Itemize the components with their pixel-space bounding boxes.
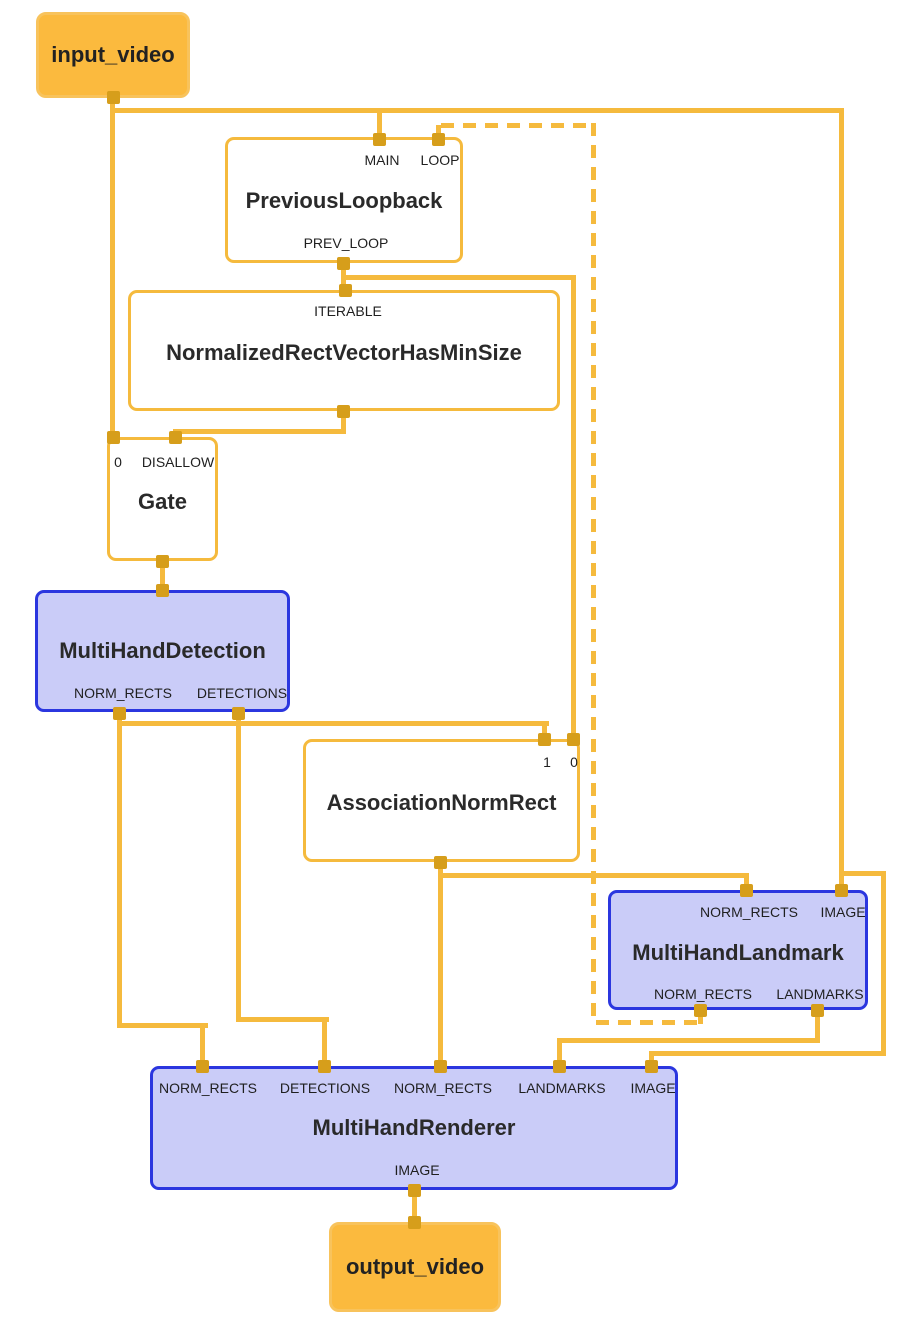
node-multi-hand-renderer[interactable]: NORM_RECTS DETECTIONS NORM_RECTS LANDMAR… <box>150 1066 678 1190</box>
port-label-detections: DETECTIONS <box>196 685 288 701</box>
edge-prevloop-assoc0-v <box>571 275 576 741</box>
edge-det-normrects-jog <box>117 1023 208 1028</box>
port-label-norm-rects: NORM_RECTS <box>73 685 173 701</box>
port-marker-ren-image[interactable] <box>645 1060 658 1073</box>
edge-minsize-disallow-h <box>173 429 346 434</box>
port-label-norm-rects-2: NORM_RECTS <box>393 1080 493 1096</box>
edge-landmarks-h <box>557 1038 820 1043</box>
edge-det-detections-jog <box>236 1017 329 1022</box>
edge-inputvideo-landmark-image <box>839 108 844 892</box>
edge-assoc-renderer-v <box>438 862 443 1067</box>
port-marker-ren-norm-rects-2[interactable] <box>434 1060 447 1073</box>
port-label-image-out: IMAGE <box>394 1162 440 1178</box>
edge-renderer-image-h <box>649 1051 886 1056</box>
node-title: MultiHandDetection <box>59 638 266 663</box>
port-marker-inputvideo-out[interactable] <box>107 91 120 104</box>
edge-prevloop-assoc0-h <box>341 275 576 280</box>
edge-inputvideo-gate0 <box>110 97 115 437</box>
port-marker-lmk-norm-rects-in[interactable] <box>740 884 753 897</box>
port-label-0: 0 <box>114 454 122 470</box>
port-label-prev-loop: PREV_LOOP <box>303 235 389 251</box>
port-marker-ren-landmarks[interactable] <box>553 1060 566 1073</box>
port-marker-lmk-landmarks-out[interactable] <box>811 1004 824 1017</box>
node-normalized-rect-vector-has-min-size[interactable]: ITERABLE NormalizedRectVectorHasMinSize <box>128 290 560 411</box>
edge-minsize-out-stub <box>341 411 346 433</box>
port-label-0: 0 <box>570 754 578 770</box>
edge-inputvideo-top-run <box>111 108 844 113</box>
edge-image-branch-h <box>839 871 886 876</box>
port-marker-ren-norm-rects-1[interactable] <box>196 1060 209 1073</box>
node-association-norm-rect[interactable]: 1 0 AssociationNormRect <box>303 739 580 862</box>
port-marker-lmk-image-in[interactable] <box>835 884 848 897</box>
port-marker-iterable[interactable] <box>339 284 352 297</box>
port-marker-det-norm-rects[interactable] <box>113 707 126 720</box>
edge-det-detections-v <box>236 713 241 1022</box>
edge-gate-detection <box>160 561 165 591</box>
node-input-video[interactable]: input_video <box>36 12 190 98</box>
edge-loopback-dashed-top <box>441 123 596 128</box>
node-title: input_video <box>51 42 175 67</box>
edge-det-normrects-stub <box>200 1023 205 1067</box>
node-title: MultiHandLandmark <box>632 940 844 965</box>
edge-image-branch-v <box>881 871 886 1056</box>
port-marker-assoc-0[interactable] <box>567 733 580 746</box>
edge-det-assoc1-stub <box>542 721 547 740</box>
node-output-video[interactable]: output_video <box>329 1222 501 1312</box>
edge-landmarks-out-stub <box>815 1010 820 1041</box>
port-label-norm-rects-1: NORM_RECTS <box>158 1080 258 1096</box>
edge-loopback-dashed-v <box>591 123 596 1025</box>
port-label-iterable: ITERABLE <box>314 303 382 319</box>
port-marker-lmk-norm-rects-out[interactable] <box>694 1004 707 1017</box>
node-title: PreviousLoopback <box>245 188 443 213</box>
port-marker-gate-disallow[interactable] <box>169 431 182 444</box>
node-multi-hand-detection[interactable]: MultiHandDetection NORM_RECTS DETECTIONS <box>35 590 290 712</box>
port-marker-outputvideo-in[interactable] <box>408 1216 421 1229</box>
port-label-norm-rects: NORM_RECTS <box>699 904 799 920</box>
port-marker-ren-out[interactable] <box>408 1184 421 1197</box>
port-marker-assoc-1[interactable] <box>538 733 551 746</box>
edge-loopback-stub <box>698 1010 703 1024</box>
edge-assoc-landmark-stub <box>744 873 749 891</box>
port-label-image: IMAGE <box>630 1080 676 1096</box>
edge-det-assoc1-h <box>117 721 549 726</box>
edge-det-normrects-v <box>117 713 122 1028</box>
port-marker-loop[interactable] <box>432 133 445 146</box>
port-label-norm-rects-out: NORM_RECTS <box>653 986 753 1002</box>
port-label-landmarks: LANDMARKS <box>518 1080 606 1096</box>
node-title: AssociationNormRect <box>326 790 557 815</box>
port-marker-detection-in[interactable] <box>156 584 169 597</box>
node-multi-hand-landmark[interactable]: NORM_RECTS IMAGE MultiHandLandmark NORM_… <box>608 890 868 1010</box>
port-label-disallow: DISALLOW <box>141 454 215 470</box>
port-label-main: MAIN <box>364 152 400 168</box>
port-label-1: 1 <box>543 754 551 770</box>
edge-loopback-dashed-bottom <box>596 1020 700 1025</box>
port-marker-prev-loop[interactable] <box>337 257 350 270</box>
port-label-loop: LOOP <box>420 152 460 168</box>
node-previous-loopback[interactable]: MAIN LOOP PreviousLoopback PREV_LOOP <box>225 137 463 263</box>
edge-renderer-image-stub <box>649 1051 654 1067</box>
node-title: MultiHandRenderer <box>312 1115 516 1140</box>
port-marker-gate-0[interactable] <box>107 431 120 444</box>
port-label-image: IMAGE <box>820 904 866 920</box>
port-marker-det-detections[interactable] <box>232 707 245 720</box>
port-marker-ren-detections[interactable] <box>318 1060 331 1073</box>
node-title: Gate <box>138 489 187 514</box>
port-marker-assoc-out[interactable] <box>434 856 447 869</box>
edge-landmarks-stub <box>557 1038 562 1067</box>
node-title: output_video <box>345 1254 485 1279</box>
edge-inputvideo-main-stub <box>377 108 382 140</box>
port-label-landmarks-out: LANDMARKS <box>776 986 864 1002</box>
port-label-detections: DETECTIONS <box>279 1080 371 1096</box>
port-marker-main[interactable] <box>373 133 386 146</box>
edge-det-detections-stub <box>322 1017 327 1067</box>
port-marker-minsize-out[interactable] <box>337 405 350 418</box>
edge-renderer-outputvideo <box>412 1190 417 1223</box>
node-title: NormalizedRectVectorHasMinSize <box>166 340 522 365</box>
port-marker-gate-out[interactable] <box>156 555 169 568</box>
node-gate[interactable]: 0 DISALLOW Gate <box>107 437 218 561</box>
